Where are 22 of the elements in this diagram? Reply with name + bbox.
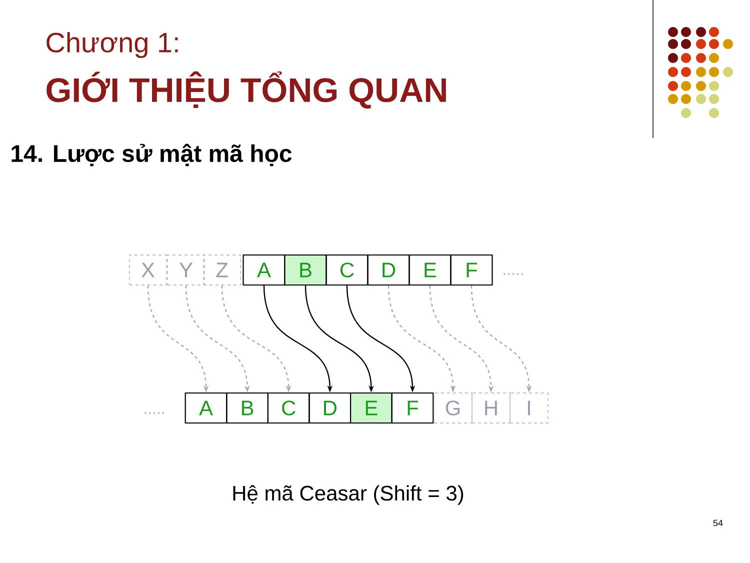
letter-cell: B: [226, 392, 268, 424]
letter-cell: F: [391, 392, 434, 424]
letter-cell: H: [472, 392, 510, 424]
page-number: 54: [713, 520, 723, 526]
letter-cell: I: [510, 392, 548, 424]
letter-cell: C: [267, 392, 310, 424]
letter-cell: X: [129, 254, 167, 286]
letter-cell: A: [184, 392, 228, 424]
letter-cell: E: [350, 392, 392, 424]
letter-cell: E: [408, 254, 452, 286]
ellipsis: .....: [144, 412, 164, 414]
letter-cell: G: [434, 392, 472, 424]
letter-cell: Y: [167, 254, 205, 286]
letter-cell: B: [284, 254, 327, 286]
chapter-heading: Chương 1:: [46, 32, 178, 58]
letter-cell: C: [326, 254, 368, 286]
chapter-title: GIỚI THIỆU TỔNG QUAN: [46, 71, 446, 109]
caption: Hệ mã Ceasar (Shift = 3): [233, 485, 464, 505]
letter-cell: D: [367, 254, 410, 286]
letter-cell: F: [450, 254, 493, 286]
section-heading: 14. Lược sử mật mã học: [12, 144, 292, 166]
letter-cell: Z: [203, 254, 241, 286]
